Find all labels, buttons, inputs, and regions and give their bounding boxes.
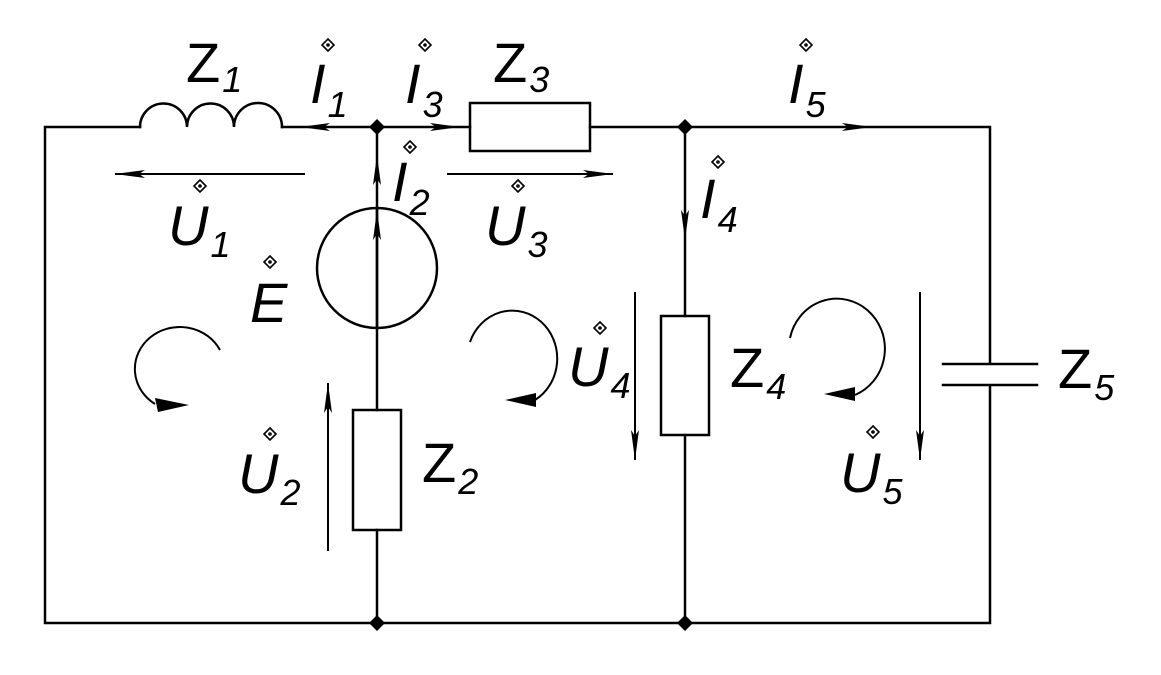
node-top-right (677, 119, 693, 135)
junction-nodes (369, 119, 693, 631)
u4-label: U4 (568, 335, 630, 406)
u1-label: U1 (168, 194, 230, 265)
z3-label: Z3 (493, 31, 549, 100)
resistor-z4-symbol (659, 314, 711, 437)
phasor-dot-u5 (865, 424, 881, 440)
loop-3-arrowhead (824, 387, 855, 401)
i3-label: I3 (405, 52, 443, 125)
loop-1-arrow (133, 325, 221, 405)
arrows (115, 123, 924, 551)
phasor-dots (192, 37, 881, 442)
loop-2-arrow (469, 309, 559, 401)
node-top-left (369, 119, 385, 135)
resistor-z3-symbol (468, 101, 592, 153)
u3-label: U3 (485, 194, 547, 265)
loop-2-arrowhead (505, 393, 536, 407)
z5-label: Z5 (1058, 337, 1115, 408)
node-bottom-left (369, 615, 385, 631)
phasor-dot-u2 (262, 426, 278, 442)
labels: Z1 Z3 Z2 Z4 Z5 I1 I3 I5 I2 I4 (168, 31, 1115, 513)
i1-label: I1 (310, 52, 348, 125)
u5-label: U5 (840, 441, 903, 512)
loop-1-arrowhead (155, 398, 189, 412)
phasor-dot-i4 (710, 154, 726, 170)
phasor-dot-e (262, 254, 278, 270)
i5-label: I5 (788, 52, 827, 125)
u2-label: U2 (238, 442, 300, 513)
i2-label: I2 (392, 150, 430, 223)
phasor-dot-u3 (510, 178, 526, 194)
phasor-dot-i2 (402, 139, 418, 155)
loop-3-arrow (789, 297, 886, 396)
inductor-z1-symbol (138, 101, 284, 129)
phasor-dot-i1 (320, 37, 336, 53)
phasor-dot-u4 (592, 320, 608, 336)
e-label: E (250, 271, 288, 334)
phasor-dot-u1 (192, 178, 208, 194)
node-bottom-right (677, 615, 693, 631)
resistor-z2-symbol (351, 408, 403, 532)
phasor-dot-i5 (798, 37, 814, 53)
z1-label: Z1 (186, 31, 242, 100)
i4-label: I4 (700, 167, 738, 240)
z4-label: Z4 (730, 336, 786, 407)
loop-arrows (133, 297, 886, 412)
z2-label: Z2 (422, 431, 478, 502)
phasor-dot-i3 (417, 37, 433, 53)
wire-left-loop (43, 125, 992, 625)
